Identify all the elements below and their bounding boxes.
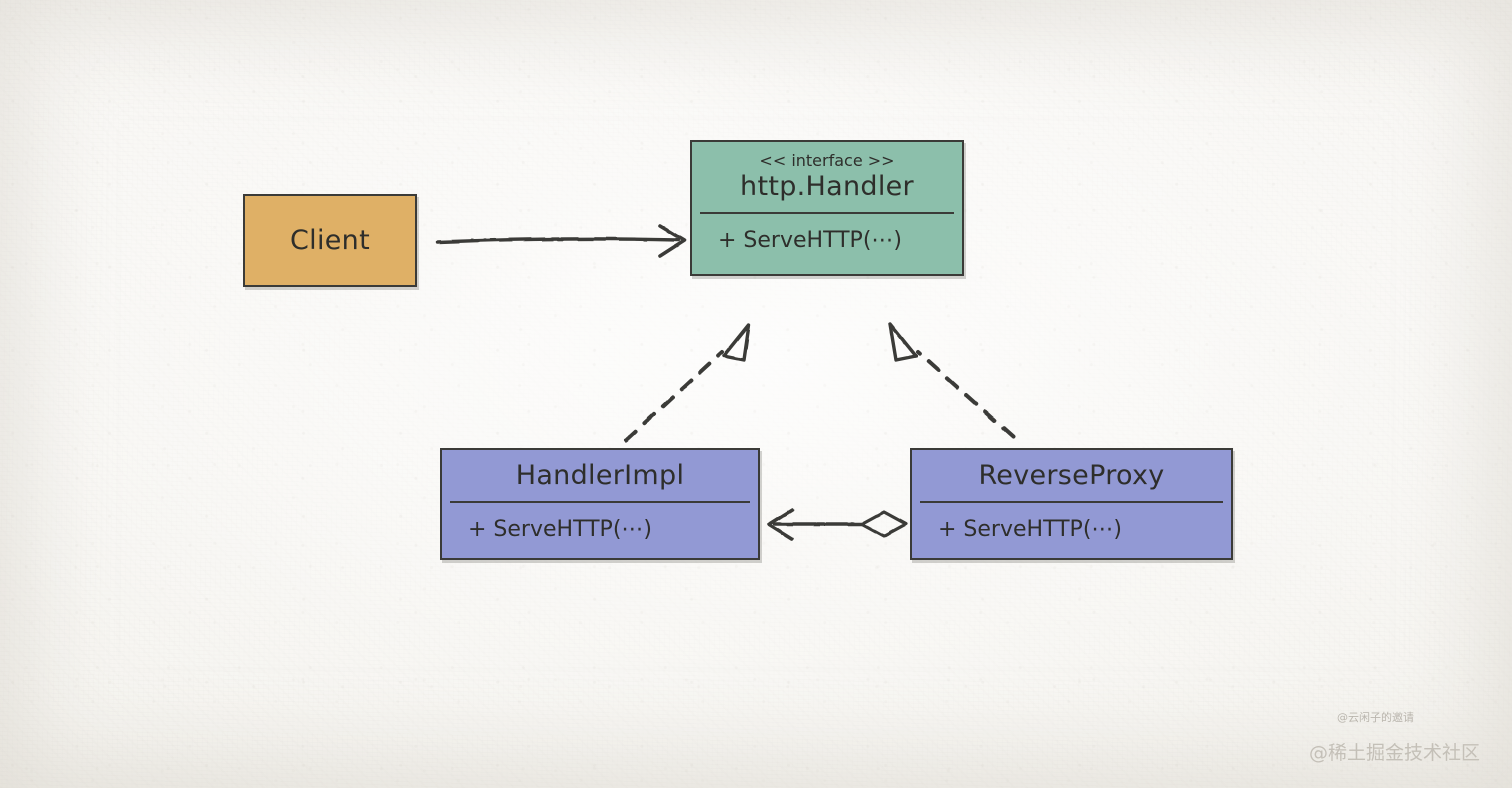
watermark-author: @云闲子的邀请 xyxy=(1337,711,1414,724)
class-node-reverseproxy[interactable]: ReverseProxy + ServeHTTP(⋯) xyxy=(910,448,1233,560)
edge-client-uses-handler xyxy=(436,224,686,258)
class-node-handlerimpl-method-0: + ServeHTTP(⋯) xyxy=(468,517,652,542)
class-node-handlerimpl-title: HandlerImpl xyxy=(515,460,685,491)
edge-reverseproxy-aggregates-handlerimpl xyxy=(767,508,908,541)
class-node-handlerimpl[interactable]: HandlerImpl + ServeHTTP(⋯) xyxy=(440,448,760,560)
class-node-handlerimpl-divider xyxy=(450,501,750,503)
class-node-client[interactable]: Client xyxy=(243,194,417,287)
edge-reverseproxy-implements-handler xyxy=(888,322,1015,439)
interface-node-http-handler-title: http.Handler xyxy=(740,171,914,202)
interface-node-http-handler[interactable]: << interface >> http.Handler + ServeHTTP… xyxy=(690,140,964,276)
interface-node-http-handler-method-0: + ServeHTTP(⋯) xyxy=(718,228,902,253)
class-node-reverseproxy-method-0: + ServeHTTP(⋯) xyxy=(938,517,1122,542)
interface-node-http-handler-stereotype: << interface >> xyxy=(759,151,895,170)
class-node-reverseproxy-divider xyxy=(920,501,1223,503)
interface-node-http-handler-divider xyxy=(700,212,954,214)
watermark-site: @稀土掘金技术社区 xyxy=(1308,742,1480,764)
edge-handlerimpl-implements-handler xyxy=(624,323,751,442)
class-node-client-title: Client xyxy=(290,225,370,256)
class-node-reverseproxy-title: ReverseProxy xyxy=(978,460,1165,491)
